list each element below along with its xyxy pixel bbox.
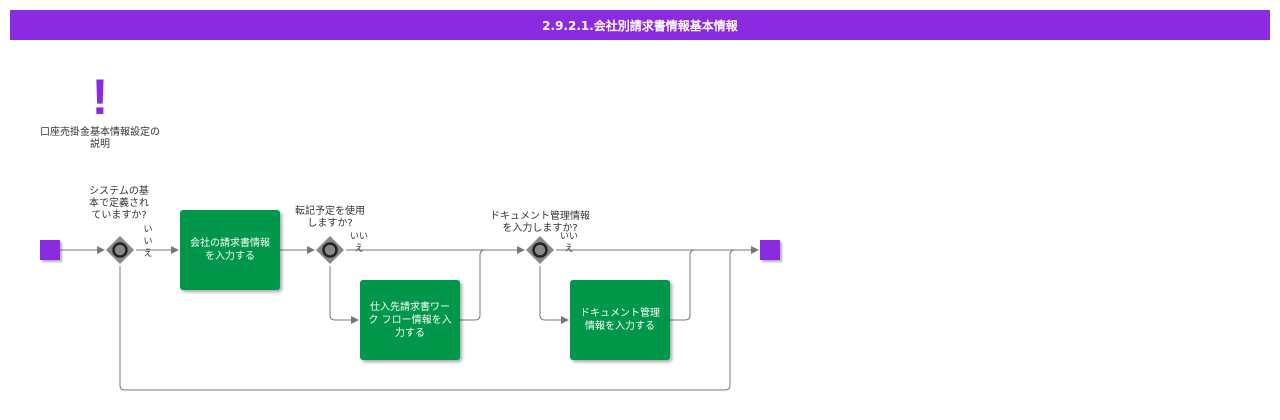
gateway-3-no-label: いいえ <box>559 232 578 254</box>
gateway-2[interactable] <box>315 235 345 265</box>
gateway-1-question: システムの基 本で定義され ていますか? <box>89 186 149 221</box>
task-enter-document-management[interactable]: ドキュメント管理情報を入力する <box>570 280 670 360</box>
flow-gw1-bypass <box>119 249 736 391</box>
diagram-title: 2.9.2.1.会社別請求書情報基本情報 <box>10 10 1270 40</box>
gateway-3[interactable] <box>525 235 555 265</box>
gateway-1[interactable] <box>105 235 135 265</box>
flow-gw2-to-task2 <box>329 266 359 324</box>
flow-task3-to-end <box>670 249 696 321</box>
note-label: 口座売掛金基本情報設定の説明 <box>40 127 160 150</box>
gateway-2-question: 転記予定を使用しますか? <box>295 206 365 229</box>
flow-task2-to-gw3 <box>460 249 486 321</box>
task-enter-vendor-invoice-workflow[interactable]: 仕入先請求書ワーク フロー情報を入力する <box>360 280 460 360</box>
gateway-2-no-label: いいえ <box>349 232 368 254</box>
gateway-3-question: ドキュメント管理情報を入力しますか? <box>490 211 590 234</box>
task-enter-company-invoice-info[interactable]: 会社の請求書情報を入力する <box>180 210 280 290</box>
flow-gw3-to-task3 <box>539 266 569 324</box>
exclamation-icon: ! <box>91 69 109 125</box>
gateway-1-no-label: いいえ <box>143 225 153 259</box>
end-event[interactable] <box>760 240 780 260</box>
start-event[interactable] <box>40 240 60 260</box>
